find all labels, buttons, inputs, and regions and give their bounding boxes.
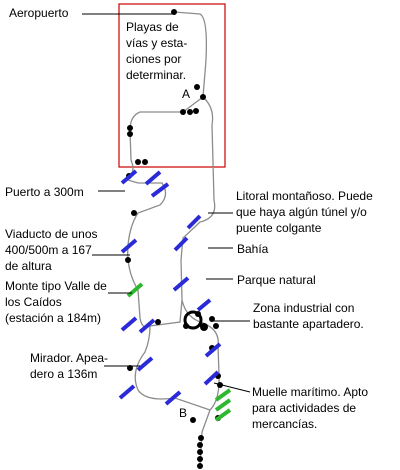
undetermined-yards-frame bbox=[118, 3, 226, 168]
station-markers-blue bbox=[118, 169, 222, 406]
label-parque: Parque natural bbox=[237, 273, 316, 287]
label-point-a: A bbox=[182, 87, 191, 101]
label-point-b: B bbox=[179, 406, 188, 420]
label-aeropuerto: Aeropuerto bbox=[9, 6, 69, 20]
label-muelle: Muelle marítimo. Apto para actividades d… bbox=[252, 385, 369, 431]
label-bahia: Bahía bbox=[237, 242, 269, 256]
label-litoral: Litoral montañoso. Puede que haya algún … bbox=[236, 189, 373, 235]
label-mirador: Mirador. Apea- dero a 136m bbox=[30, 351, 109, 381]
label-monte: Monte tipo Valle de los Caídos (estación… bbox=[5, 279, 107, 325]
label-pointers bbox=[82, 13, 251, 393]
junction-dots bbox=[125, 9, 223, 469]
industrial-zone-cluster bbox=[183, 310, 208, 331]
station-markers-green bbox=[126, 282, 232, 422]
label-viaducto: Viaducto de unos 400/500m a 167 de altur… bbox=[5, 227, 98, 273]
label-puerto: Puerto a 300m bbox=[5, 185, 84, 199]
label-playas: Playas de vías y esta- ciones por determ… bbox=[126, 20, 188, 82]
label-zona: Zona industrial con bastante apartadero. bbox=[253, 301, 364, 331]
